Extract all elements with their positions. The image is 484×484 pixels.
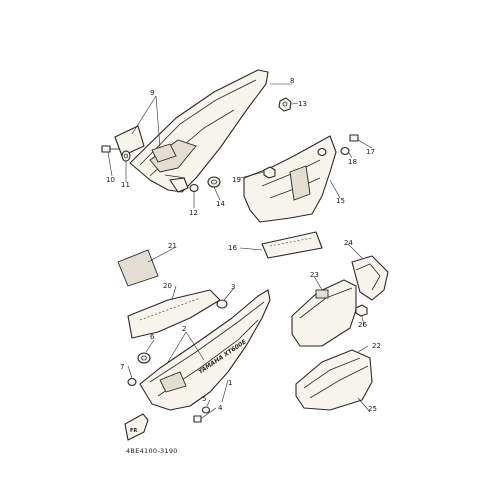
callout-1: 1 — [228, 379, 232, 387]
callout-17: 17 — [366, 148, 375, 156]
callout-labels: 9 8 13 10 11 12 14 15 16 17 18 19 21 20 … — [106, 77, 381, 413]
drawing-code: 4BE4100-3190 — [126, 447, 178, 455]
callout-8: 8 — [290, 77, 294, 85]
callout-16: 16 — [228, 244, 237, 252]
damper-14 — [207, 176, 221, 188]
grommet-12 — [189, 183, 199, 193]
callout-20: 20 — [163, 282, 172, 290]
bolt-26 — [355, 304, 368, 317]
callout-14: 14 — [216, 200, 225, 208]
nut-13 — [278, 97, 292, 112]
bolt-10 — [101, 145, 120, 153]
side-cover-right — [243, 135, 337, 223]
callout-18: 18 — [348, 158, 357, 166]
collar-11 — [121, 150, 131, 162]
callout-6: 6 — [150, 333, 155, 341]
seal-sheet-16 — [261, 231, 323, 259]
lower-side-cover: YAMAHA XT600E — [139, 289, 271, 411]
callout-10: 10 — [106, 176, 115, 184]
screw-17 — [349, 134, 359, 142]
screw-7 — [127, 377, 137, 387]
callout-25: 25 — [368, 405, 377, 413]
washer-18 — [340, 146, 350, 156]
leader-lines — [107, 83, 373, 419]
emblem-plates — [114, 125, 177, 163]
callout-7: 7 — [120, 363, 124, 371]
callout-11: 11 — [121, 181, 130, 189]
callout-19: 19 — [232, 176, 241, 184]
callout-9: 9 — [150, 89, 154, 97]
tool-box-23 — [291, 279, 357, 347]
grommet-3 — [216, 299, 228, 309]
nut-19 — [263, 166, 276, 179]
callout-12: 12 — [189, 209, 198, 217]
front-mark-label: FR — [130, 428, 137, 434]
sheet-21 — [117, 249, 159, 287]
callout-2: 2 — [182, 325, 186, 333]
callout-5: 5 — [202, 395, 206, 403]
callout-21: 21 — [168, 242, 177, 250]
callout-13: 13 — [298, 100, 307, 108]
tool-case-25 — [295, 349, 373, 411]
callout-22: 22 — [372, 342, 381, 350]
callout-3: 3 — [231, 283, 235, 291]
collar-5 — [201, 406, 211, 414]
callout-15: 15 — [336, 197, 345, 205]
callout-24: 24 — [344, 239, 353, 247]
bolt-4 — [193, 415, 202, 423]
side-plate-20 — [127, 289, 221, 339]
front-direction-arrow: FR — [124, 413, 149, 441]
callout-23: 23 — [310, 271, 319, 279]
tool-case-cover-24 — [351, 255, 389, 301]
callout-4: 4 — [218, 404, 223, 412]
callout-26: 26 — [358, 321, 367, 329]
damper-6 — [137, 352, 151, 364]
